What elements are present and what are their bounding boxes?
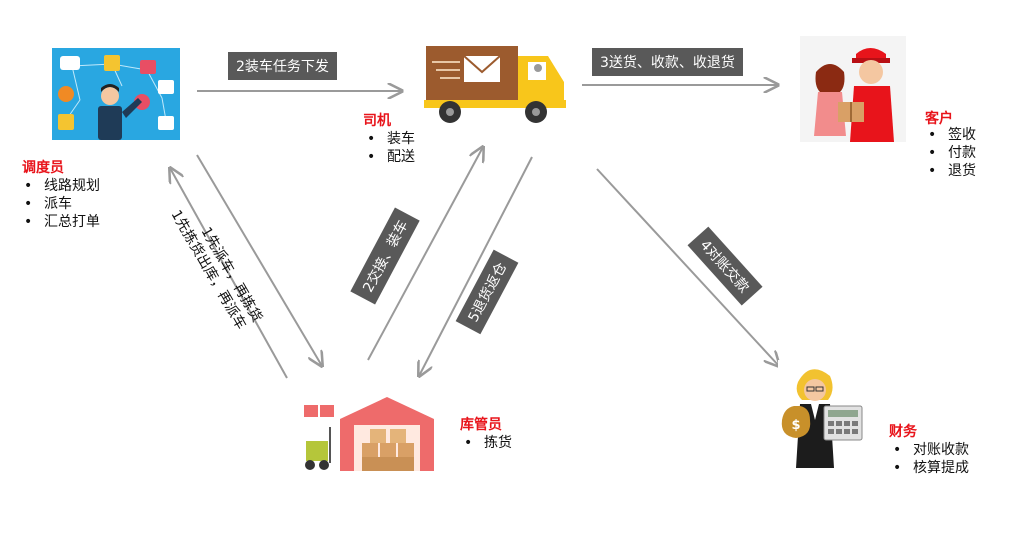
flow-label-delivery: 3送货、收款、收退货 xyxy=(592,48,743,76)
trophy-icon xyxy=(58,114,74,130)
list-item: 签收 xyxy=(926,126,976,144)
tile-icon xyxy=(104,55,120,71)
finance-illustration: $ xyxy=(778,360,870,472)
person-head xyxy=(101,87,119,105)
warehouse-illustration xyxy=(300,393,434,471)
currency-symbol: $ xyxy=(791,418,800,433)
arrow-warehouse-to-dispatcher xyxy=(170,168,288,379)
flow-label-loading-task: 2装车任务下发 xyxy=(228,52,337,80)
list-item: 配送 xyxy=(365,148,415,166)
driver-title: 司机 xyxy=(363,113,391,129)
warehouse-tasks: 拣货 xyxy=(462,434,512,452)
warehouse-title: 库管员 xyxy=(460,417,502,433)
list-item: 付款 xyxy=(926,144,976,162)
list-item: 核算提成 xyxy=(891,459,969,477)
arrow-driver-to-finance xyxy=(596,168,779,366)
play-icon xyxy=(140,60,156,74)
customer-title: 客户 xyxy=(925,111,953,127)
arrow-dispatcher-to-warehouse xyxy=(196,154,322,366)
eye-icon xyxy=(158,116,174,130)
dispatcher-tasks: 线路规划 派车 汇总打单 xyxy=(22,177,100,231)
list-item: 线路规划 xyxy=(22,177,100,195)
forklift-icon xyxy=(306,441,328,461)
list-item: 派车 xyxy=(22,195,100,213)
list-item: 汇总打单 xyxy=(22,213,100,231)
chart-icon xyxy=(158,80,174,94)
arrow-driver-to-warehouse xyxy=(419,156,533,376)
list-item: 装车 xyxy=(365,130,415,148)
gear-icon xyxy=(58,86,74,102)
finance-tasks: 对账收款 核算提成 xyxy=(891,441,969,477)
list-item: 退货 xyxy=(926,162,976,180)
customer-illustration xyxy=(800,36,906,142)
finance-title: 财务 xyxy=(889,424,917,440)
truck-illustration xyxy=(424,46,566,123)
money-bag-icon xyxy=(781,406,811,438)
list-item: 拣货 xyxy=(462,434,512,452)
customer-tasks: 签收 付款 退货 xyxy=(926,126,976,180)
arrow-warehouse-to-driver xyxy=(367,147,483,361)
dispatcher-illustration xyxy=(52,48,180,140)
dispatcher-title: 调度员 xyxy=(22,160,64,176)
driver-tasks: 装车 配送 xyxy=(365,130,415,166)
cloud-icon xyxy=(60,56,80,70)
list-item: 对账收款 xyxy=(891,441,969,459)
